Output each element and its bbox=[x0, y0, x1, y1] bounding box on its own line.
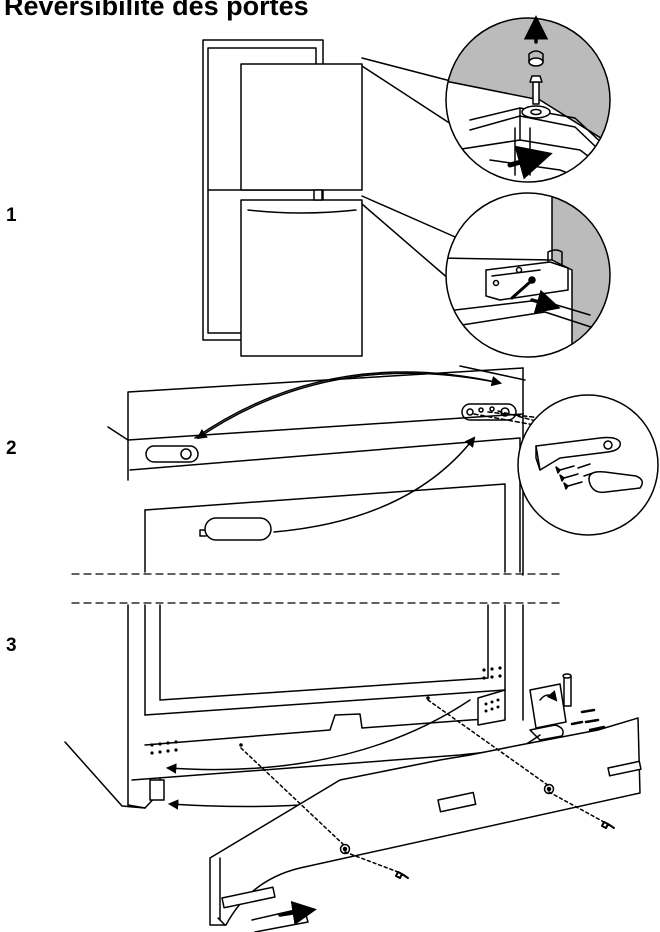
move-hinge-arrow-icon bbox=[165, 699, 471, 774]
hinge-pin bbox=[563, 675, 572, 707]
hinge-parts-zoom bbox=[517, 394, 659, 536]
cabinet-bottom-step-3 bbox=[64, 604, 606, 810]
kick-panel bbox=[209, 699, 642, 932]
upper-hinge-zoom bbox=[445, 15, 611, 183]
pull-arrow-icon bbox=[507, 145, 553, 180]
move-cover-arrow-icon bbox=[273, 436, 476, 533]
right-hinge-slot bbox=[461, 403, 517, 421]
step-label-3: 3 bbox=[6, 635, 17, 656]
handle-cover bbox=[204, 517, 272, 541]
move-hinge-back-arrow-icon bbox=[196, 372, 501, 440]
left-hinge-slot bbox=[145, 445, 199, 463]
screw-out-arrow-icon bbox=[530, 289, 561, 314]
bottom-hinge-plate bbox=[529, 683, 567, 729]
vent-holes bbox=[150, 666, 502, 755]
zoom-circle bbox=[445, 192, 611, 358]
move-hinge-arrow-icon bbox=[194, 371, 503, 439]
upper-door bbox=[240, 63, 363, 191]
zoom-circle bbox=[517, 394, 659, 536]
step-label-2: 2 bbox=[6, 438, 17, 459]
middle-hinge-zoom bbox=[445, 192, 611, 358]
lower-door bbox=[240, 199, 363, 357]
page-title: Reversibilité des portes bbox=[4, 0, 309, 21]
fridge-step-1 bbox=[202, 39, 471, 357]
pull-out-arrow-icon bbox=[278, 900, 317, 926]
step-label-1: 1 bbox=[6, 205, 17, 226]
cabinet-top-step-2 bbox=[107, 365, 571, 576]
